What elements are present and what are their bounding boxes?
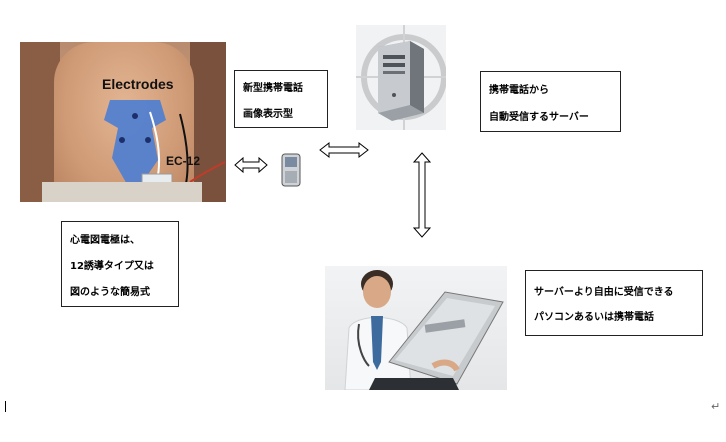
electrode-line-3: 図のような簡易式	[70, 287, 150, 298]
electrode-line-2: 12誘導タイプ又は	[70, 261, 154, 272]
doctor-laptop-photo	[325, 266, 507, 390]
phone-line-2: 画像表示型	[243, 109, 293, 120]
electrode-line-1: 心電図電極は、	[70, 235, 140, 246]
arrow-phone-server	[319, 141, 369, 159]
server-description-box: 携帯電話から 自動受信するサーバー	[480, 71, 621, 132]
device-label: EC-12	[166, 154, 201, 168]
receiver-description-box: サーバーより自由に受信できる パソコンあるいは携帯電話	[525, 270, 703, 336]
receiver-line-2: パソコンあるいは携帯電話	[534, 312, 654, 323]
torso-electrodes-photo: Electrodes EC-12	[20, 42, 226, 202]
arrow-electrode-phone	[234, 156, 268, 174]
text-cursor	[5, 401, 6, 412]
arrow-server-receiver	[412, 152, 432, 238]
server-icon	[356, 25, 446, 130]
paragraph-mark: ↵	[711, 400, 721, 413]
electrodes-label: Electrodes	[102, 76, 174, 92]
electrode-pad-graphic	[104, 100, 166, 186]
phone-description-box: 新型携帯電話 画像表示型	[234, 70, 328, 128]
phone-line-1: 新型携帯電話	[243, 83, 303, 94]
mobile-phone-icon	[281, 153, 301, 187]
server-line-2: 自動受信するサーバー	[489, 112, 589, 123]
server-line-1: 携帯電話から	[489, 85, 549, 96]
electrode-description-box: 心電図電極は、 12誘導タイプ又は 図のような簡易式	[61, 221, 179, 307]
receiver-line-1: サーバーより自由に受信できる	[534, 287, 674, 298]
